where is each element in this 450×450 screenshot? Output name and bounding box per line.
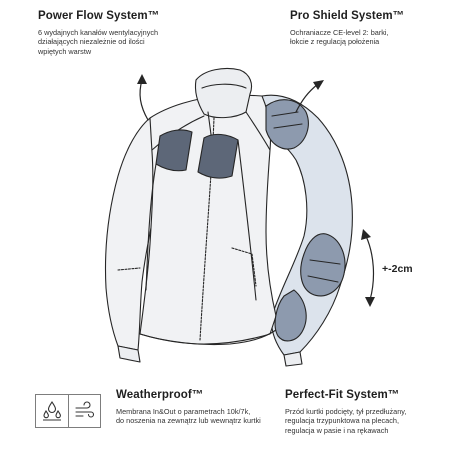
windproof-icon	[67, 395, 101, 427]
power-flow-description: 6 wydajnych kanałów wentylacyjnych dział…	[38, 28, 159, 56]
elbow-armor	[300, 233, 346, 297]
pro-shield-description: Ochraniacze CE-level 2: barki, łokcie z …	[290, 28, 389, 47]
waterproof-drops-icon	[36, 395, 68, 427]
collar	[194, 67, 253, 119]
perfect-fit-title: Perfect-Fit System™	[285, 389, 400, 401]
left-sleeve	[104, 117, 161, 351]
power-flow-arrow	[139, 79, 149, 121]
pro-shield-title: Pro Shield System™	[290, 10, 405, 22]
chest-vent-right	[197, 133, 239, 179]
weatherproof-icons	[35, 394, 101, 428]
chest-vent-left	[155, 129, 193, 172]
perfect-fit-description: Przód kurtki podcięty, tył przedłużany, …	[285, 407, 407, 435]
adjustment-arrow	[365, 235, 375, 301]
adjustment-label: +-2cm	[382, 263, 413, 275]
weatherproof-description: Membrana In&Out o parametrach 10k/7k, do…	[116, 407, 261, 426]
power-flow-title: Power Flow System™	[38, 10, 160, 22]
forearm-armor	[274, 289, 307, 342]
weatherproof-title: Weatherproof™	[116, 389, 204, 401]
